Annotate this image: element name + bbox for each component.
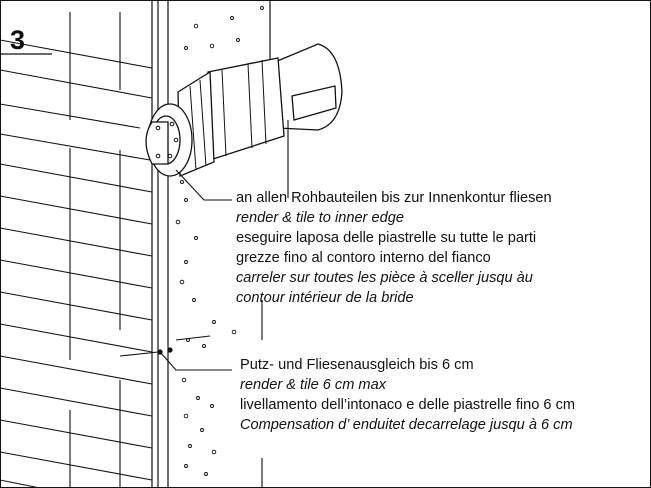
callout-2-line-4: Compensation d’ enduitet decarrelage jus… <box>240 417 573 433</box>
wall-edge-lines <box>151 0 271 488</box>
plaster-dots <box>175 6 264 476</box>
callout-2-line-3: livellamento dell’intonaco e delle piast… <box>240 397 576 413</box>
callout-1-line-2: render & tile to inner edge <box>236 210 404 226</box>
callout-2-line-2: render & tile 6 cm max <box>240 377 386 393</box>
callout-1-line-1: an allen Rohbauteilen bis zur Innenkontu… <box>236 190 552 206</box>
step-number: 3 <box>10 25 26 55</box>
callout-1-line-6: contour intérieur de la bride <box>236 290 414 306</box>
callout-1-line-5: carreler sur toutes les pièce à sceller … <box>236 270 533 286</box>
measure-point-left <box>157 349 163 355</box>
pipe-sleeve <box>145 43 343 177</box>
pipe-details <box>155 59 267 171</box>
tile-grid <box>0 12 153 488</box>
callout-1-line-3: eseguire laposa delle piastrelle su tutt… <box>236 230 537 246</box>
leader-lines <box>119 120 289 488</box>
callout-1-line-4: grezze fino al contoro interno del fianc… <box>236 250 491 266</box>
measure-point-right <box>167 347 173 353</box>
callout-2-line-1: Putz- und Fliesenausgleich bis 6 cm <box>240 357 474 373</box>
